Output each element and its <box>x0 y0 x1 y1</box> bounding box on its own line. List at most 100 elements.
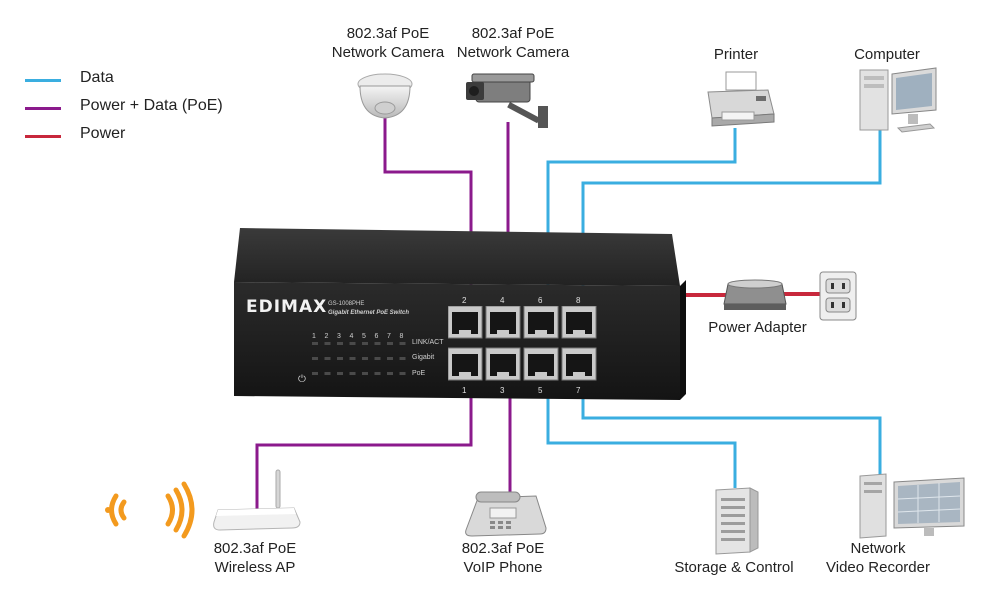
rj45-port[interactable] <box>523 306 559 339</box>
wall-outlet-icon <box>819 271 857 321</box>
port-number: 8 <box>576 296 581 305</box>
label-voip-phone: 802.3af PoE VoIP Phone <box>448 539 558 577</box>
power-led-icon: ⏻ <box>298 374 306 385</box>
legend-swatch-power <box>25 135 61 138</box>
status-led <box>362 342 368 345</box>
status-led <box>374 372 381 375</box>
led-label-gigabit: Gigabit <box>412 354 435 361</box>
status-led <box>387 342 393 345</box>
nvr-icon <box>859 473 965 539</box>
label-line: Storage & Control <box>674 559 794 576</box>
label-line: Wireless AP <box>214 559 296 576</box>
port-number: 1 <box>462 386 467 395</box>
status-led <box>312 357 318 360</box>
led-number: 7 <box>387 333 391 340</box>
status-led <box>349 342 356 345</box>
wifi-arc <box>165 493 175 527</box>
status-led <box>387 372 393 375</box>
label-printer: Printer <box>696 45 776 64</box>
computer-icon <box>859 67 937 133</box>
label-line: Power Adapter <box>708 319 807 336</box>
wifi-arc <box>173 487 185 533</box>
status-led <box>324 372 331 375</box>
rj45-port[interactable] <box>485 306 521 339</box>
rj45-port[interactable] <box>448 347 483 381</box>
label-line: 802.3af PoE <box>471 25 555 42</box>
label-computer: Computer <box>842 45 932 64</box>
legend-item-data: Data <box>25 66 265 94</box>
status-led <box>399 372 406 375</box>
label-line: Network Camera <box>456 44 570 61</box>
label-line: 802.3af PoE <box>461 540 545 557</box>
power-adapter-icon <box>723 279 787 310</box>
led-number: 6 <box>374 333 379 340</box>
rj45-port[interactable] <box>485 347 521 381</box>
switch-subtitle: Gigabit Ethernet PoE Switch <box>328 310 410 316</box>
wifi-dot <box>105 507 111 513</box>
port-number: 3 <box>500 386 505 395</box>
status-led <box>324 342 331 345</box>
port-number: 6 <box>538 296 543 305</box>
rj45-port[interactable] <box>523 347 559 381</box>
label-storage: Storage & Control <box>670 558 798 577</box>
status-led <box>312 372 318 375</box>
legend-swatch-poe <box>25 107 61 110</box>
switch-brand: EDIMAX <box>246 297 328 317</box>
storage-server-icon <box>715 487 759 555</box>
bullet-camera-icon <box>466 73 548 128</box>
status-led <box>337 372 343 375</box>
switch-model: GS-1008PHE <box>328 301 365 307</box>
wire-nvr <box>581 392 882 478</box>
wire-printer <box>546 128 737 300</box>
rj45-port[interactable] <box>561 306 597 339</box>
rj45-port[interactable] <box>561 347 597 381</box>
legend-swatch-data <box>25 79 61 82</box>
label-nvr: Network Video Recorder <box>818 539 938 577</box>
wifi-arc <box>109 493 119 527</box>
legend-label: Power <box>80 125 126 142</box>
printer-icon <box>707 71 775 127</box>
status-led <box>362 357 368 360</box>
wifi-arc <box>181 481 195 539</box>
port-number: 2 <box>462 296 467 305</box>
wifi-signal-icon <box>105 481 195 539</box>
port-number: 4 <box>500 296 505 305</box>
wire-wireless-ap <box>255 392 473 512</box>
label-dome-camera: 802.3af PoE Network Camera <box>330 24 446 62</box>
status-led <box>374 357 381 360</box>
status-led <box>399 342 406 345</box>
led-number: 1 <box>312 333 316 340</box>
label-line: Video Recorder <box>826 559 930 576</box>
port-number: 7 <box>576 386 581 395</box>
wire-storage <box>546 392 737 488</box>
led-number: 4 <box>349 333 354 340</box>
led-label-link: LINK/ACT <box>412 339 444 346</box>
legend-item-power: Power <box>25 122 265 150</box>
label-line: Printer <box>713 46 759 63</box>
led-label-poe: PoE <box>412 370 426 377</box>
legend-item-poe: Power + Data (PoE) <box>25 94 265 122</box>
label-line: VoIP Phone <box>463 559 543 576</box>
led-number: 2 <box>324 333 329 340</box>
label-wireless-ap: 802.3af PoE Wireless AP <box>200 539 310 577</box>
status-led <box>312 342 318 345</box>
label-bullet-camera: 802.3af PoE Network Camera <box>455 24 571 62</box>
wireless-ap-icon <box>213 469 301 531</box>
label-line: 802.3af PoE <box>213 540 297 557</box>
rj45-port[interactable] <box>448 306 483 339</box>
led-number: 5 <box>362 333 366 340</box>
label-line: 802.3af PoE <box>346 25 430 42</box>
status-led <box>374 342 381 345</box>
voip-phone-icon <box>465 491 547 537</box>
legend-label: Power + Data (PoE) <box>80 97 223 114</box>
label-line: Computer <box>854 46 920 63</box>
label-line: Network <box>850 540 906 557</box>
led-grid <box>312 342 406 375</box>
led-number: 3 <box>337 333 341 340</box>
legend-label: Data <box>80 69 114 86</box>
rj45-ports <box>448 306 597 381</box>
status-led <box>349 357 356 360</box>
status-led <box>387 357 393 360</box>
legend: Data Power + Data (PoE) Power <box>25 66 265 150</box>
